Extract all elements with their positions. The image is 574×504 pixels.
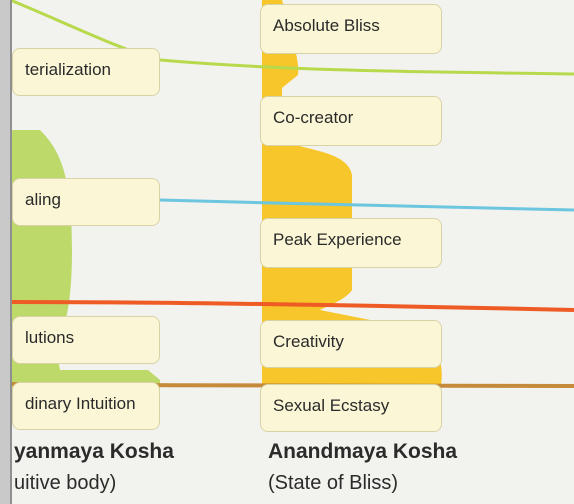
- right-kosha-shape: [262, 0, 442, 390]
- right-item-peak-experience: Peak Experience: [260, 218, 442, 268]
- page-edge: [0, 0, 12, 504]
- left-item-healing: aling: [12, 178, 160, 226]
- right-kosha-subtitle: (State of Bliss): [268, 472, 399, 494]
- right-item-sexual-ecstasy: Sexual Ecstasy: [260, 384, 442, 432]
- left-item-solutions: lutions: [12, 316, 160, 364]
- left-kosha-subtitle: uitive body): [14, 472, 117, 494]
- materialization-line: [9, 0, 574, 76]
- right-kosha-title: Anandmaya Kosha: [268, 440, 458, 463]
- left-item-intuition: dinary Intuition: [12, 382, 160, 430]
- right-item-co-creator: Co-creator: [260, 96, 442, 146]
- right-item-absolute-bliss: Absolute Bliss: [260, 4, 442, 54]
- healing-line: [159, 198, 574, 212]
- solutions-line: [9, 300, 574, 312]
- right-item-creativity: Creativity: [260, 320, 442, 368]
- left-kosha-title: yanmaya Kosha: [14, 440, 174, 463]
- left-item-materialization: terialization: [12, 48, 160, 96]
